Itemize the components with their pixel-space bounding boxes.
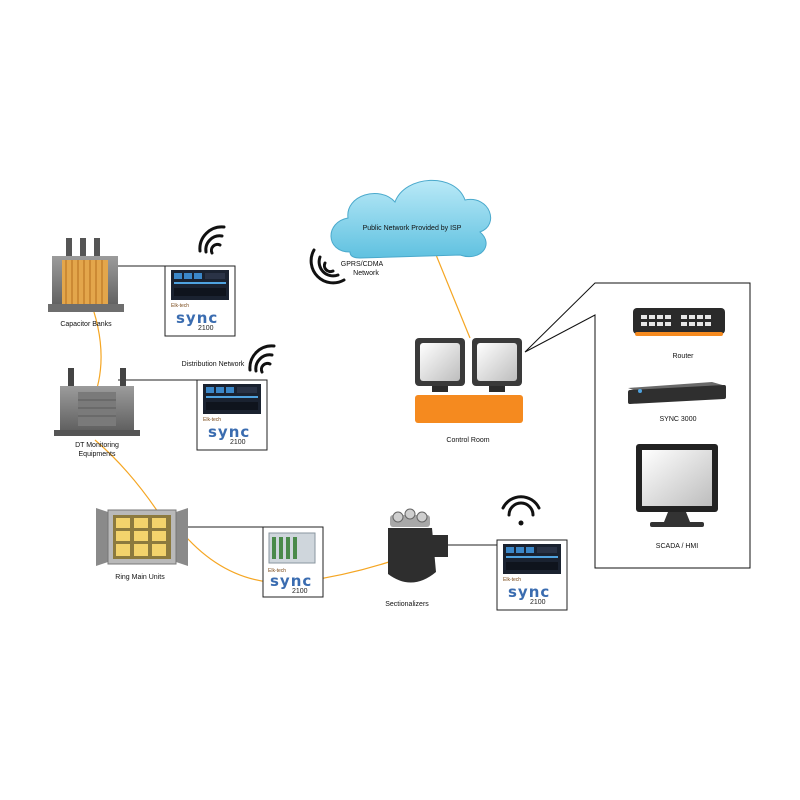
- ring-main-units-label: Ring Main Units: [115, 574, 165, 581]
- sync3000-label: SYNC 3000: [660, 416, 697, 423]
- svg-text:2100: 2100: [530, 599, 546, 606]
- wifi-icon-capacitor: [198, 225, 226, 255]
- sectionalizer-icon: [388, 508, 448, 583]
- svg-text:sync: sync: [176, 309, 218, 327]
- cloud-label: Public Network Provided by ISP: [363, 225, 462, 232]
- transformer-icon: [54, 368, 140, 436]
- svg-text:2100: 2100: [292, 588, 308, 595]
- device-connectors: [118, 265, 497, 546]
- svg-text:Elk-tech: Elk-tech: [268, 568, 286, 574]
- gprs-label-line1: GPRS/CDMA: [341, 261, 384, 268]
- sectionalizers-label: Sectionalizers: [385, 601, 429, 608]
- sync2100-device-sectionalizer: Elk-tech sync 2100: [496, 539, 568, 611]
- wifi-icon-distribution: [248, 344, 276, 374]
- capacitor-banks-label: Capacitor Banks: [60, 321, 112, 328]
- control-desk: [415, 395, 523, 423]
- sync2100-device-dt: Elk-tech sync 2100: [196, 379, 268, 451]
- svg-text:Elk-tech: Elk-tech: [503, 577, 521, 583]
- isp-cloud: Public Network Provided by ISP: [330, 179, 492, 259]
- svg-text:sync: sync: [270, 572, 312, 590]
- ring-main-unit-icon: [96, 508, 188, 566]
- distribution-network-label: Distribution Network: [182, 361, 245, 368]
- svg-text:2100: 2100: [230, 439, 246, 446]
- svg-text:2100: 2100: [198, 325, 214, 332]
- link-dt-to-rmu: [94, 439, 161, 516]
- control-room: Control Room: [415, 338, 523, 444]
- router-label: Router: [672, 353, 694, 360]
- svg-text:Elk-tech: Elk-tech: [171, 303, 189, 309]
- sync2100-device-rmu: Elk-tech sync 2100: [262, 526, 324, 598]
- sync2100-device-capacitor: Elk-tech sync 2100: [164, 265, 236, 337]
- svg-text:sync: sync: [508, 583, 550, 601]
- dt-monitoring-label-line1: DT Monitoring: [75, 442, 119, 449]
- sync3000-icon: [628, 382, 726, 404]
- capacitor-bank-icon: [48, 238, 124, 312]
- svg-text:sync: sync: [208, 423, 250, 441]
- svg-text:Elk-tech: Elk-tech: [203, 417, 221, 423]
- link-cloud-to-control: [431, 244, 471, 339]
- scada-monitor-icon: [636, 444, 718, 527]
- gprs-label-line2: Network: [353, 270, 379, 277]
- control-room-label: Control Room: [446, 437, 489, 444]
- scada-label: SCADA / HMI: [656, 543, 698, 550]
- legend-callout: Router SYNC 3000 SCADA / HMI: [524, 282, 751, 569]
- wifi-icon-sectionalizer: [501, 495, 541, 526]
- dt-monitoring-label-line2: Equipments: [79, 451, 116, 458]
- router-icon: [633, 308, 725, 336]
- gprs-signal-icon: [309, 248, 346, 285]
